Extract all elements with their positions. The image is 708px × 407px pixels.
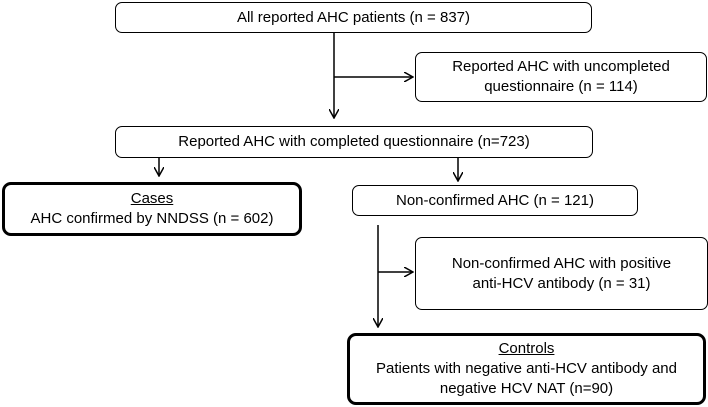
box-non-confirmed: Non-confirmed AHC (n = 121) — [352, 185, 638, 216]
completed-text: Reported AHC with completed questionnair… — [178, 133, 530, 150]
uncompleted-line2: questionnaire (n = 114) — [484, 78, 638, 95]
controls-title: Controls — [498, 340, 555, 357]
positive-hcv-line1: Non-confirmed AHC with positive — [451, 254, 672, 272]
positive-hcv-line2: anti-HCV antibody (n = 31) — [472, 274, 651, 292]
cases-title: Cases — [130, 190, 174, 207]
box-uncompleted: Reported AHC with uncompleted questionna… — [415, 52, 707, 102]
non-confirmed-text: Non-confirmed AHC (n = 121) — [395, 191, 594, 209]
box-completed: Reported AHC with completed questionnair… — [115, 126, 593, 158]
uncompleted-line1: Reported AHC with uncompleted — [452, 58, 670, 75]
box-cases: Cases AHC confirmed by NNDSS (n = 602) — [2, 182, 302, 236]
box-all-reported: All reported AHC patients (n = 837) — [115, 2, 592, 33]
box-positive-hcv: Non-confirmed AHC with positive anti-HCV… — [415, 237, 708, 310]
controls-line1: Patients with negative anti-HCV antibody… — [375, 360, 677, 377]
box-controls: Controls Patients with negative anti-HCV… — [347, 333, 706, 405]
all-reported-text: All reported AHC patients (n = 837) — [236, 8, 471, 26]
controls-line2: negative HCV NAT (n=90) — [439, 380, 614, 397]
cases-line1: AHC confirmed by NNDSS (n = 602) — [30, 210, 274, 227]
